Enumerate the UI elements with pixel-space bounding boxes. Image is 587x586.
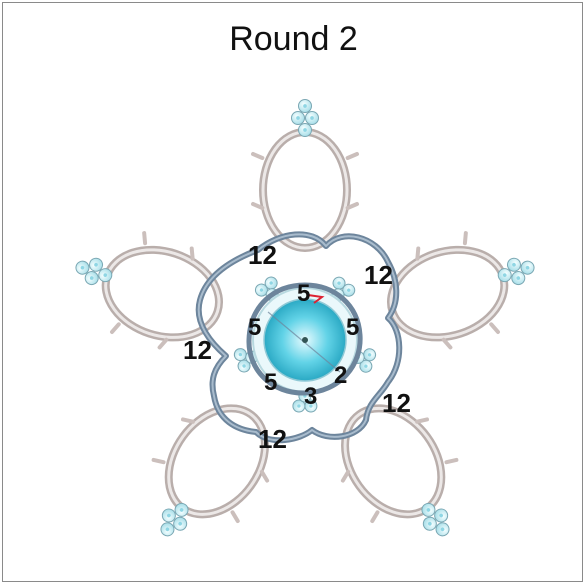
count-outer-right: 12 [364, 260, 393, 290]
count-outer-top: 12 [248, 240, 277, 270]
count-outer-bottom: 12 [258, 424, 287, 454]
count-inner-right: 5 [346, 314, 359, 341]
count-outer-left: 12 [183, 335, 212, 365]
petal-1 [253, 100, 357, 249]
count-outer-lower-right: 12 [382, 388, 411, 418]
count-inner-left: 5 [248, 314, 261, 341]
count-inner-bottom-left: 5 [264, 369, 277, 396]
count-inner-top: 5 [297, 280, 310, 307]
count-inner-bottom-right: 2 [334, 362, 347, 389]
ring-icon [253, 132, 357, 248]
count-inner-bottom: 3 [304, 383, 317, 410]
